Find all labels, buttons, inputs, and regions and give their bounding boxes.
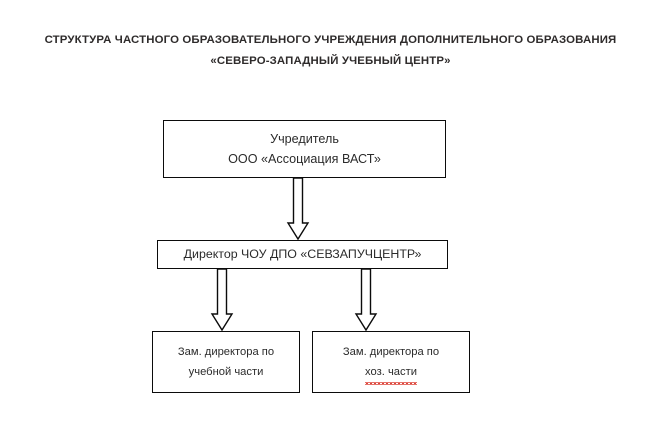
diagram-title-line-2: «СЕВЕРО-ЗАПАДНЫЙ УЧЕБНЫЙ ЦЕНТР»: [210, 55, 451, 67]
node-deputy-academic-line-1: Зам. директора по: [177, 346, 275, 358]
node-deputy-economic-line-1: Зам. директора по: [342, 345, 440, 358]
arrow-founder-to-director: [286, 177, 310, 241]
node-director-line-1: Директор ЧОУ ДПО «СЕВЗАПУЧЦЕНТР»: [183, 247, 422, 261]
diagram-title: СТРУКТУРА ЧАСТНОГО ОБРАЗОВАТЕЛЬНОГО УЧРЕ…: [20, 30, 641, 72]
node-deputy-director-economic[interactable]: Зам. директора по хоз. части: [312, 331, 470, 393]
node-director[interactable]: Директор ЧОУ ДПО «СЕВЗАПУЧЦЕНТР»: [157, 240, 448, 269]
node-deputy-director-academic[interactable]: Зам. директора по учебной части: [152, 331, 300, 393]
arrow-director-to-deputy-economic: [354, 268, 378, 332]
node-deputy-academic-line-2: учебной части: [188, 366, 264, 378]
node-founder[interactable]: Учредитель ООО «Ассоциация ВАСТ»: [163, 120, 446, 178]
arrow-director-to-deputy-academic: [210, 268, 234, 332]
diagram-title-line-1: СТРУКТУРА ЧАСТНОГО ОБРАЗОВАТЕЛЬНОГО УЧРЕ…: [44, 34, 617, 46]
node-founder-line-1: Учредитель: [270, 132, 339, 146]
node-founder-line-2: ООО «Ассоциация ВАСТ»: [228, 152, 381, 166]
node-deputy-economic-line-2: хоз. части: [365, 362, 417, 385]
